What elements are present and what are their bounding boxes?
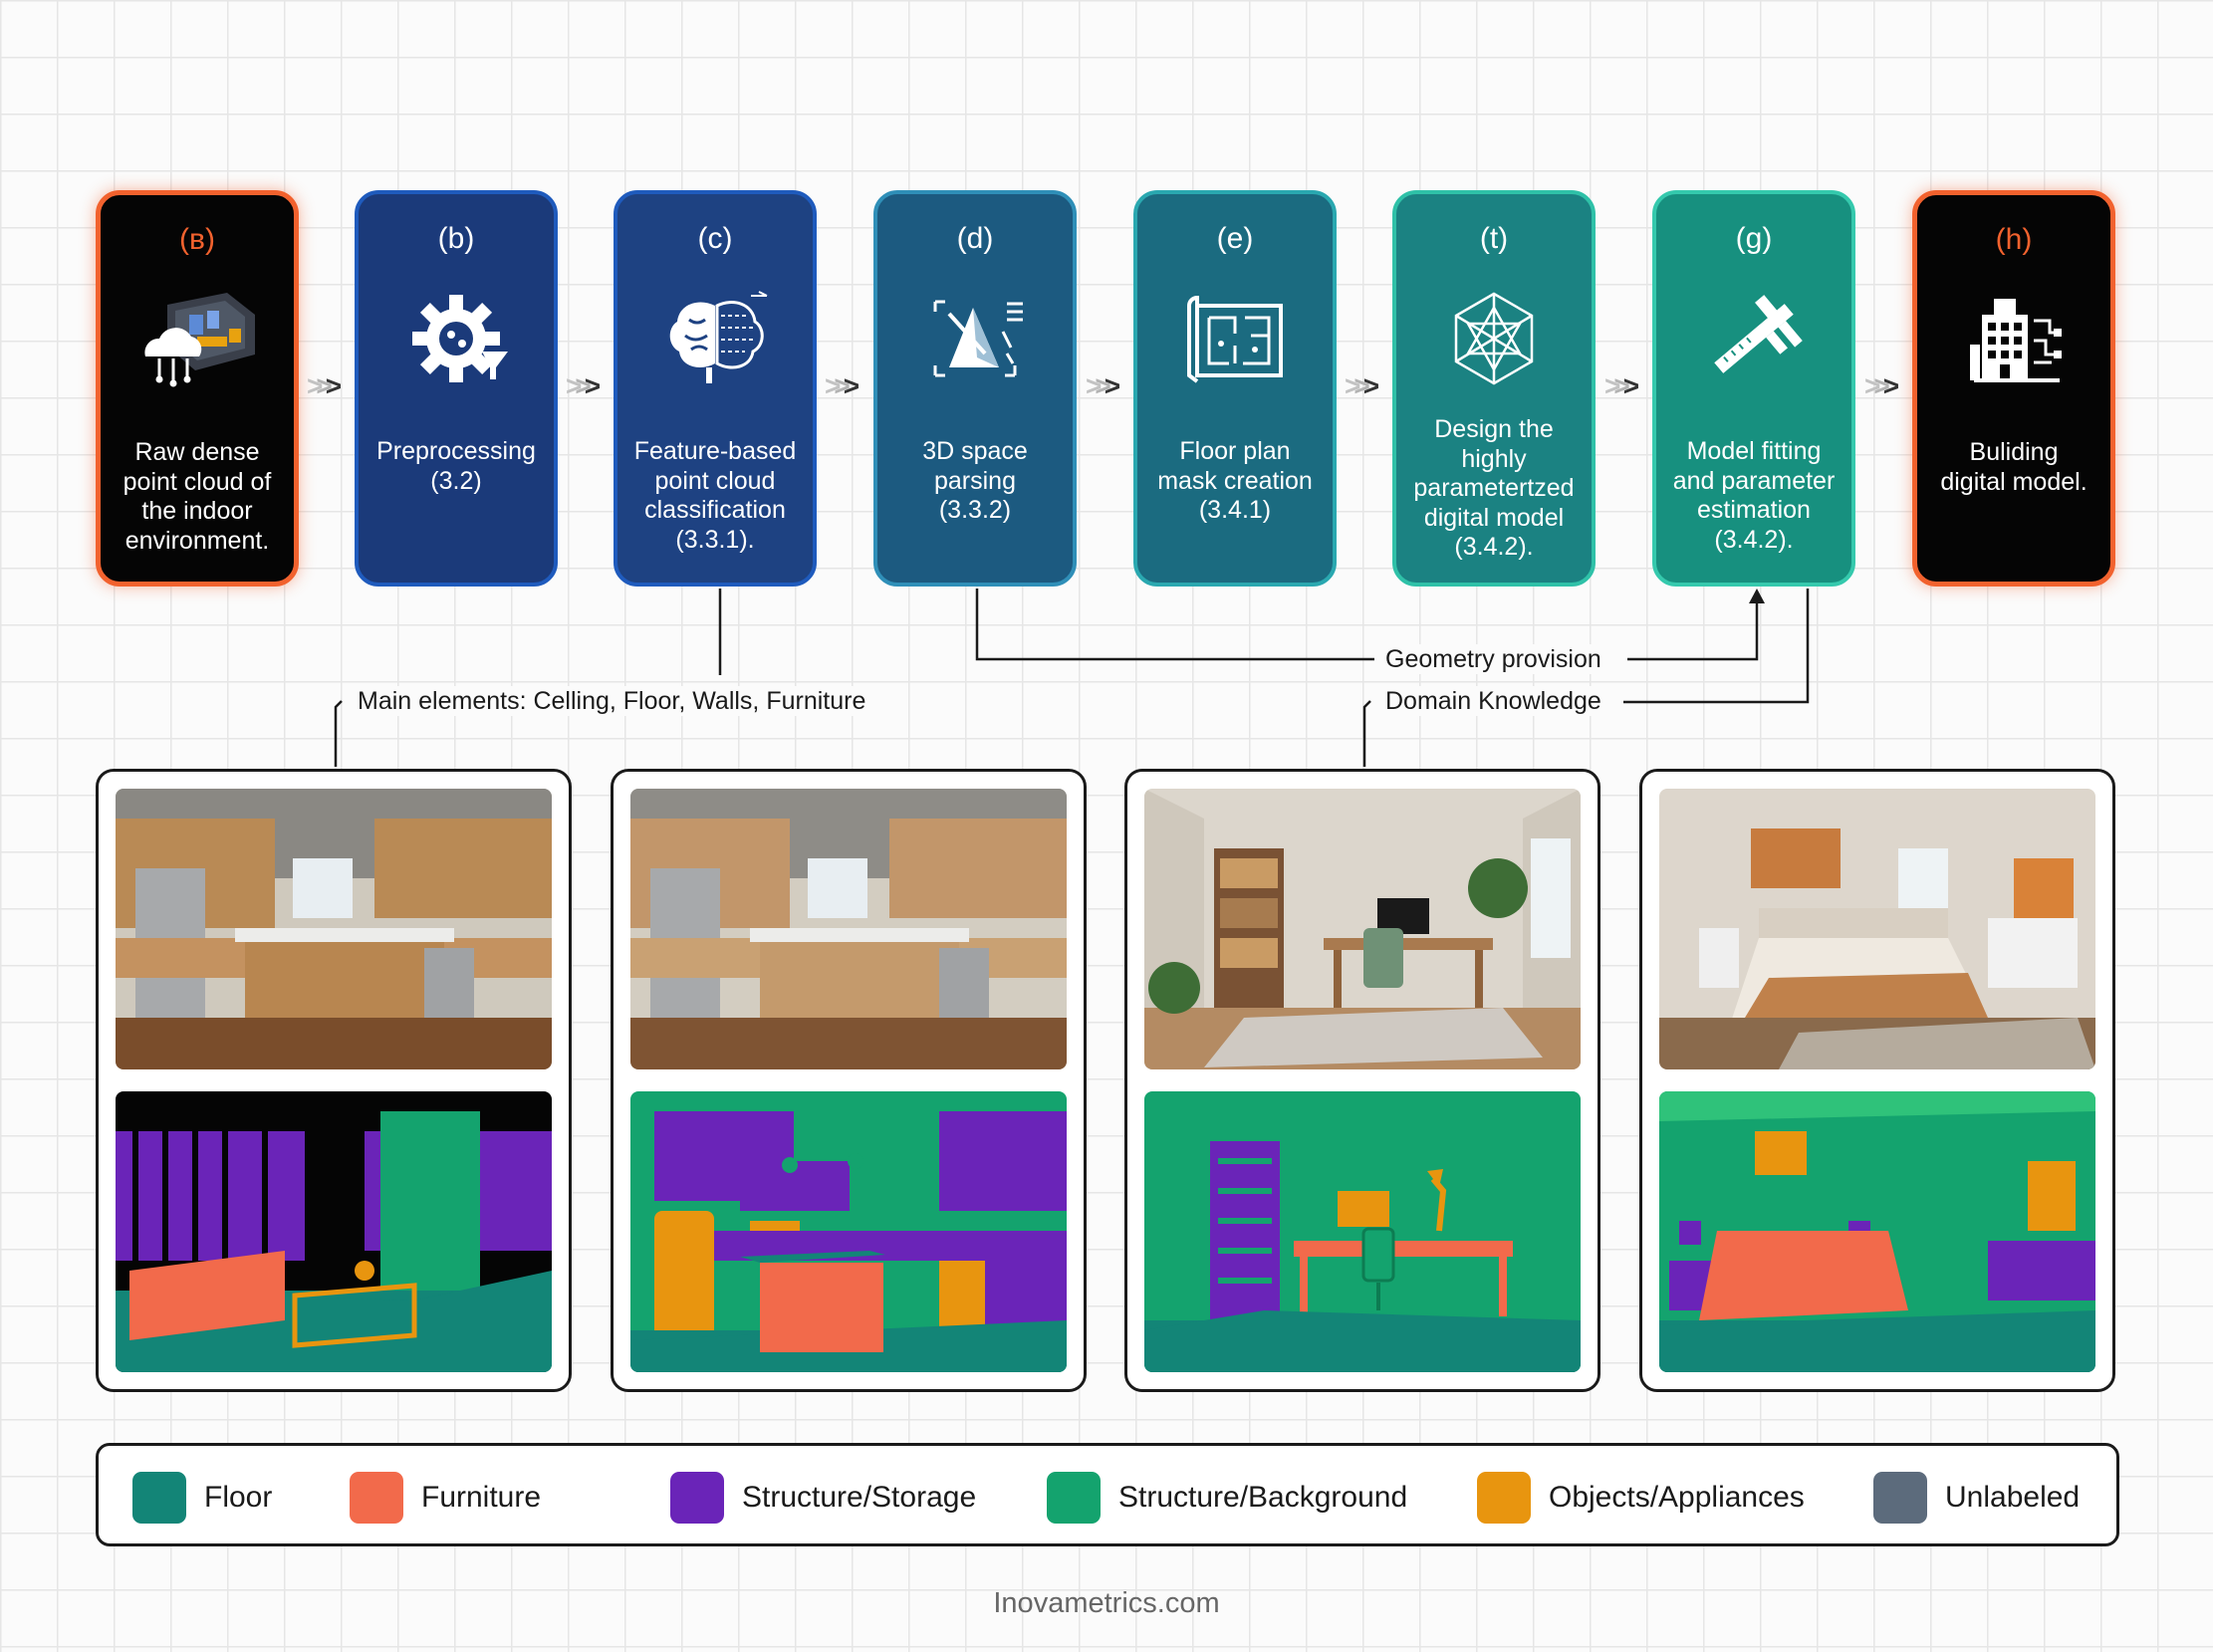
caliper-icon (1694, 284, 1814, 393)
step-letter: (в) (179, 223, 215, 256)
cloud-scan-icon (137, 285, 257, 394)
space-parsing-icon (915, 284, 1035, 393)
bedroom-photo (1659, 789, 2095, 1069)
legend-label: Objects/Appliances (1549, 1481, 1805, 1514)
flow-arrow: >>> (1345, 370, 1379, 401)
footer-website: Inovametrics.com (993, 1587, 1220, 1619)
segmentation-map (116, 1091, 552, 1372)
legend-item-floor: Floor (132, 1472, 272, 1524)
geometry-provision-label: Geometry provision (1381, 644, 1605, 674)
legend-label: Structure/Background (1118, 1481, 1408, 1514)
brain-icon (655, 284, 775, 393)
legend-label: Furniture (421, 1481, 542, 1514)
floor-plan-icon (1175, 284, 1295, 393)
legend-item-objects-appliances: Objects/Appliances (1477, 1472, 1805, 1524)
geodesic-icon (1434, 284, 1554, 393)
step-letter: (h) (1995, 223, 2033, 256)
step-letter: (e) (1216, 222, 1254, 255)
kitchen-photo (630, 789, 1067, 1069)
building-icon (1954, 285, 2074, 394)
main-elements-label: Main elements: Celling, Floor, Walls, Fu… (354, 686, 870, 716)
step-letter: (g) (1735, 222, 1773, 255)
scene-panel-office (1124, 769, 1600, 1392)
segmentation-map (1659, 1091, 2095, 1372)
legend-swatch (1477, 1472, 1531, 1524)
legend-label: Floor (204, 1481, 273, 1514)
flow-arrow: >>> (1086, 370, 1120, 401)
scene-panel-kitchen-1 (96, 769, 572, 1392)
scene-panel-kitchen-2 (611, 769, 1087, 1392)
legend-item-unlabeled: Unlabeled (1873, 1472, 2080, 1524)
step-letter: (d) (956, 222, 994, 255)
legend-swatch (132, 1472, 186, 1524)
legend-label: Unlabeled (1945, 1481, 2081, 1514)
segmentation-map (1144, 1091, 1581, 1372)
legend-swatch (1047, 1472, 1101, 1524)
step-preprocessing: (b) Preprocessing(3.2) (355, 190, 558, 587)
flow-arrow: >>> (1604, 370, 1639, 401)
legend-swatch (1873, 1472, 1927, 1524)
office-photo (1144, 789, 1581, 1069)
legend: Floor Furniture Structure/Storage Struct… (96, 1443, 2119, 1546)
legend-swatch (350, 1472, 403, 1524)
step-letter: (t) (1479, 222, 1509, 255)
legend-item-furniture: Furniture (350, 1472, 541, 1524)
flow-arrow: >>> (825, 370, 860, 401)
step-letter: (b) (437, 222, 475, 255)
legend-item-structure-storage: Structure/Storage (670, 1472, 976, 1524)
flow-arrow: >>> (566, 370, 601, 401)
legend-item-structure-background: Structure/Background (1047, 1472, 1407, 1524)
kitchen-photo (116, 789, 552, 1069)
legend-swatch (670, 1472, 724, 1524)
scene-panel-bedroom (1639, 769, 2115, 1392)
domain-knowledge-label: Domain Knowledge (1381, 686, 1605, 716)
step-description: Preprocessing(3.2) (376, 437, 536, 495)
segmentation-map (630, 1091, 1067, 1372)
legend-label: Structure/Storage (742, 1481, 977, 1514)
flow-arrow: >>> (1864, 370, 1899, 401)
flow-arrow: >>> (307, 370, 342, 401)
step-letter: (c) (697, 222, 733, 255)
gear-icon (396, 284, 516, 393)
